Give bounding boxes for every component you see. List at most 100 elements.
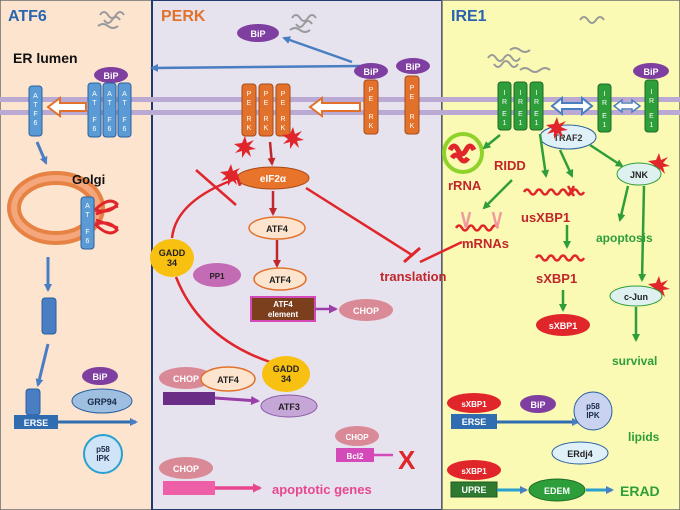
- unfolded-protein-icon: [97, 11, 125, 29]
- arrow-to-nucleus: [35, 343, 50, 387]
- atf6-on-dna: [25, 388, 41, 416]
- traf2-to-jnk-arrow: [589, 143, 624, 168]
- svg-text:I: I: [504, 90, 506, 97]
- arrow-perk-to-eif2a: [267, 141, 276, 166]
- chop-apoptosis: [159, 457, 213, 479]
- edem-label: EDEM: [544, 486, 570, 496]
- rrna-icon: [447, 143, 477, 164]
- svg-text:F: F: [92, 117, 96, 124]
- mrnas-icon: [454, 211, 503, 232]
- ire1-to-xbp1-arrow: [538, 133, 550, 178]
- chop-complex-label: CHOP: [173, 374, 199, 384]
- svg-text:6: 6: [123, 126, 127, 133]
- svg-text:R: R: [602, 100, 607, 107]
- atf6-bip: [94, 67, 128, 83]
- protease-scissors-icon: [93, 199, 119, 235]
- atf6-monomer: A T F 6: [28, 85, 43, 137]
- ire1-unfolded-protein-icon: [487, 16, 605, 73]
- sxbp1-upre-label: sXBP1: [461, 467, 487, 476]
- erad-label: ERAD: [620, 483, 660, 499]
- perk-oligomer: P E R K P E R K P E R K: [241, 83, 291, 137]
- grp94: [71, 388, 133, 414]
- gadd34-a: [150, 239, 194, 277]
- atf3-label: ATF3: [278, 402, 300, 412]
- svg-text:1: 1: [650, 122, 654, 129]
- svg-text:E: E: [502, 111, 507, 118]
- svg-text:F: F: [33, 111, 37, 118]
- erdj4: [551, 441, 609, 465]
- svg-text:E: E: [649, 113, 654, 120]
- atf3-promoter: [163, 392, 215, 405]
- translation-label: translation: [380, 269, 447, 284]
- svg-text:P: P: [410, 85, 415, 92]
- svg-text:P: P: [264, 91, 269, 98]
- atf4-element-line1: ATF4: [273, 300, 293, 309]
- perk-bip-1: [354, 63, 388, 79]
- perk-monomers-inactive: P E R K P E R K: [363, 75, 420, 135]
- ire1-erse-box: [451, 414, 497, 429]
- apoptotic-promoter: [163, 481, 215, 495]
- c-jun-label: c-Jun: [624, 292, 648, 302]
- svg-text:K: K: [264, 125, 269, 132]
- perk-bip-2: [396, 58, 430, 74]
- pp1: [193, 263, 241, 287]
- svg-text:R: R: [280, 116, 285, 123]
- sxbp1-upre: [447, 460, 501, 480]
- jnk: [616, 162, 662, 186]
- bcl2-x-mark: X: [398, 445, 416, 475]
- atf3: [260, 394, 318, 418]
- usxbp1-mrna-icon: [522, 185, 586, 197]
- svg-text:E: E: [264, 100, 269, 107]
- svg-text:1: 1: [519, 120, 523, 127]
- ire1-bip-label: BiP: [643, 67, 658, 77]
- svg-text:R: R: [502, 99, 507, 106]
- pp1-label: PP1: [209, 272, 225, 281]
- c-jun: [609, 285, 663, 307]
- svg-text:A: A: [85, 203, 90, 210]
- sxbp1-erse-label: sXBP1: [461, 400, 487, 409]
- translation-tbar: [403, 246, 421, 264]
- golgi-label: Golgi: [72, 172, 105, 187]
- apoptotic-genes-label: apoptotic genes: [272, 482, 372, 497]
- atf4-complex: [200, 366, 256, 392]
- usxbp1-label: usXBP1: [521, 210, 570, 225]
- svg-text:K: K: [369, 123, 374, 130]
- bip-release-arrow: [150, 63, 361, 72]
- perk-panel: [151, 0, 443, 510]
- svg-text:F: F: [85, 229, 89, 236]
- sxbp1-protein-label: sXBP1: [549, 321, 578, 331]
- svg-text:I: I: [651, 89, 653, 96]
- atf4-translated-label: ATF4: [266, 224, 288, 234]
- perk-bip-2-label: BiP: [405, 62, 420, 72]
- svg-text:A: A: [107, 91, 112, 98]
- atf6-bip-label: BiP: [103, 71, 118, 81]
- grp94-label: GRP94: [87, 397, 117, 407]
- bip-release-arrow-2: [282, 36, 353, 64]
- lipids-label: lipids: [628, 430, 660, 444]
- atf6-oligomer: A T F 6 A T F 6 A T F 6: [87, 82, 132, 138]
- ire1-p58ipk-line2: IPK: [586, 411, 600, 420]
- ire1-p58ipk: [573, 391, 613, 431]
- ire1-to-rrna-arrow: [482, 134, 501, 150]
- perk-bip-1-label: BiP: [363, 67, 378, 77]
- chop-perk-target-label: CHOP: [353, 306, 379, 316]
- gadd34-b-line2: 34: [281, 374, 291, 384]
- svg-text:T: T: [122, 100, 127, 107]
- er-membrane-top: [0, 97, 680, 102]
- inhibition-line-top: [195, 169, 237, 206]
- bcl2-box: [336, 448, 374, 462]
- ire1-bip-target: [520, 395, 556, 413]
- mrnas-decay-line: [419, 240, 463, 264]
- svg-text:E: E: [369, 96, 374, 103]
- svg-text:F: F: [107, 117, 111, 124]
- chop-complex: [159, 367, 213, 389]
- edem: [528, 478, 586, 502]
- svg-text:R: R: [263, 116, 268, 123]
- svg-text:T: T: [92, 100, 97, 107]
- svg-text:I: I: [520, 90, 522, 97]
- jnk-label: JNK: [630, 170, 649, 180]
- bip-free: [237, 24, 279, 42]
- atf4-nuclear-label: ATF4: [269, 275, 291, 285]
- gadd34-a-line2: 34: [167, 258, 177, 268]
- ire1-equilibrium-arrow: [550, 95, 594, 117]
